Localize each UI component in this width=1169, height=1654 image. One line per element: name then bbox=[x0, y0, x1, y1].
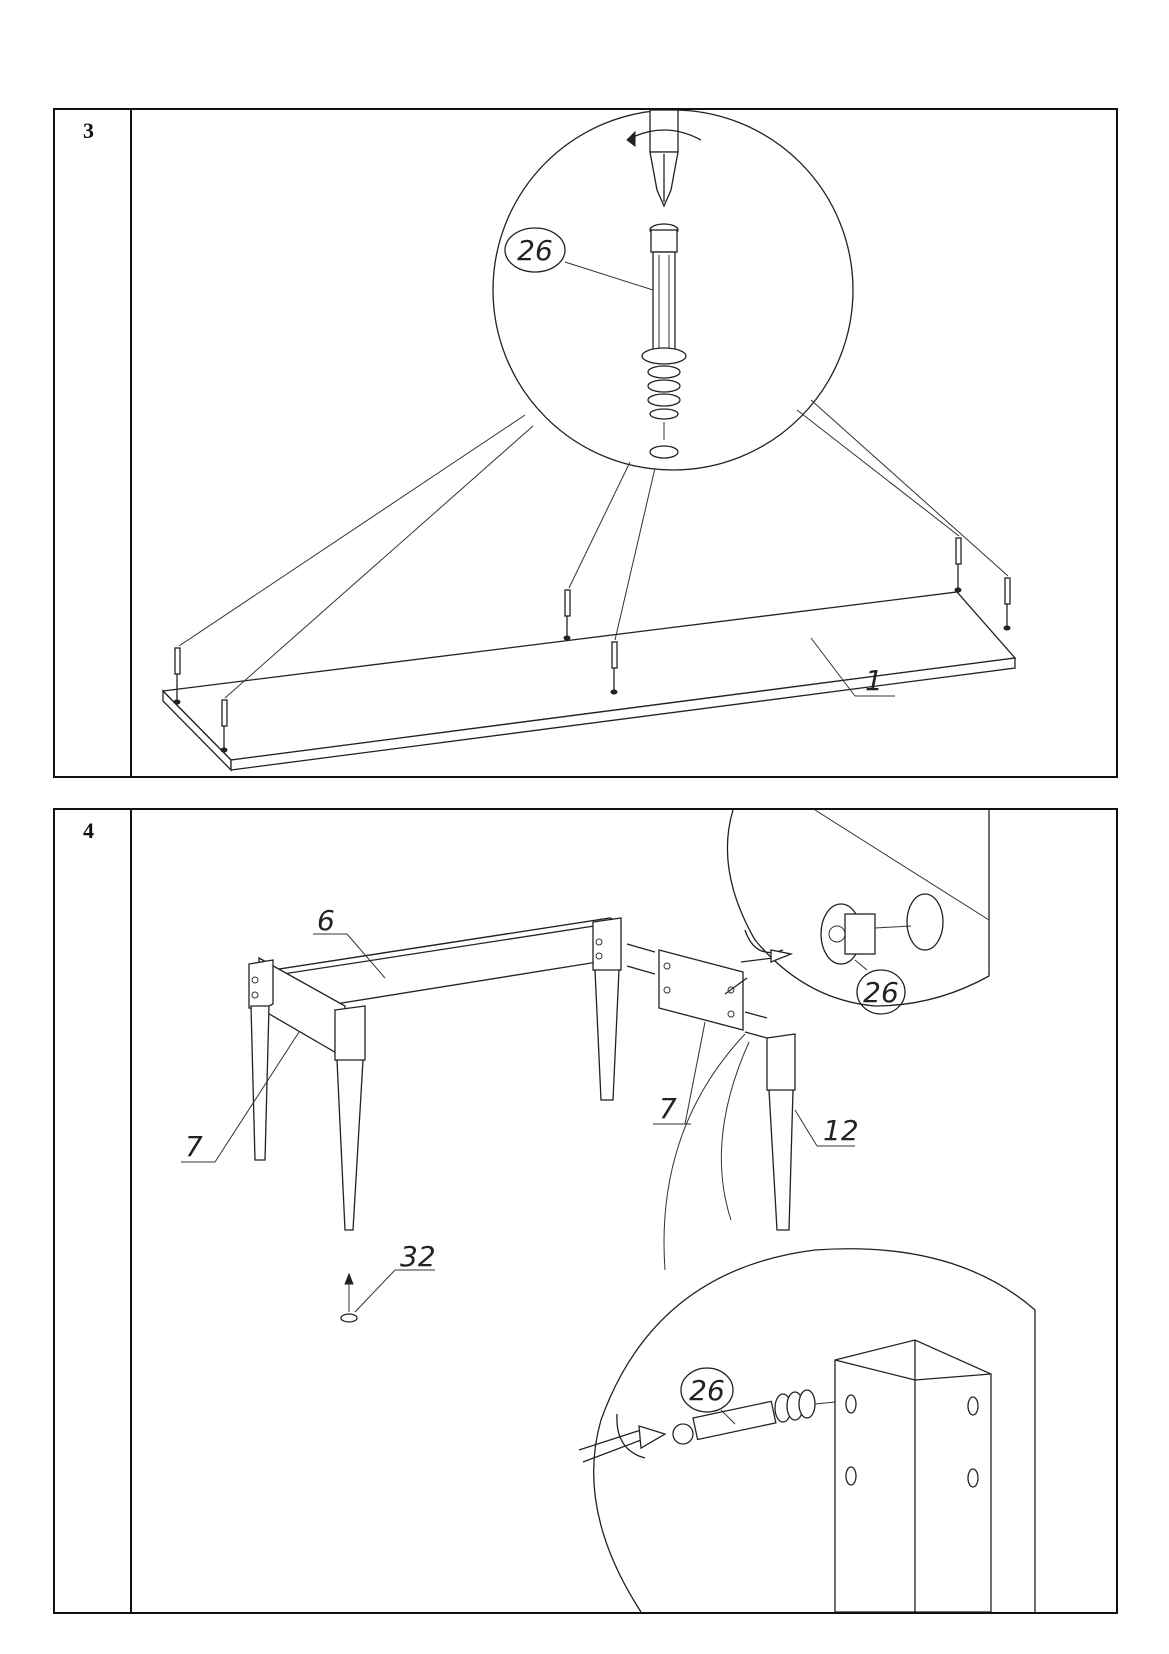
foot-pad-32: 32 bbox=[340, 1240, 436, 1323]
tabletop-panel bbox=[161, 591, 1017, 772]
bolt-5 bbox=[954, 537, 962, 593]
label-6-callout: 6 bbox=[313, 904, 386, 979]
label-26-callout: 26 bbox=[504, 227, 654, 291]
label-12: 12 bbox=[823, 1114, 859, 1147]
step-3-diagram: 26 1 bbox=[161, 110, 1017, 772]
leg-back-right bbox=[592, 917, 622, 1101]
label-7-left: 7 bbox=[185, 1130, 203, 1163]
step-number-column bbox=[55, 810, 132, 1612]
label-26-cam: 26 bbox=[863, 976, 899, 1009]
screwdriver bbox=[626, 110, 702, 208]
step-4-panel: 4 bbox=[53, 808, 1118, 1614]
right-rail-7 bbox=[626, 943, 768, 1039]
label-32: 32 bbox=[400, 1240, 436, 1273]
label-7-right: 7 bbox=[659, 1092, 677, 1125]
leg-front-left bbox=[248, 959, 274, 1161]
label-1-callout: 1 bbox=[810, 637, 895, 697]
step-4-diagram: 32 6 7 7 12 bbox=[181, 810, 1036, 1612]
step-number: 3 bbox=[83, 118, 94, 143]
panel-bolts bbox=[173, 537, 1011, 753]
cam-lock-detail-callout: 26 bbox=[724, 810, 990, 1015]
bolt-2 bbox=[220, 699, 228, 753]
step-number: 4 bbox=[83, 818, 94, 843]
bolt-1 bbox=[173, 647, 181, 705]
bolt-6 bbox=[1003, 577, 1011, 631]
label-26: 26 bbox=[517, 234, 553, 267]
bolt-4 bbox=[610, 641, 618, 695]
label-12-callout: 12 bbox=[794, 1109, 859, 1147]
label-26-bolt: 26 bbox=[689, 1374, 725, 1407]
leg-front-middle bbox=[334, 1005, 366, 1231]
label-7-right-callout: 7 bbox=[653, 1021, 706, 1125]
leg-front-right-12 bbox=[766, 1033, 796, 1231]
cam-bolt-detail-callout: 26 bbox=[578, 1248, 1036, 1612]
bolt-26 bbox=[641, 223, 687, 459]
label-1: 1 bbox=[865, 664, 883, 697]
bolt-detail-callout: 26 bbox=[178, 110, 1009, 699]
step-number-column bbox=[55, 110, 132, 776]
label-6: 6 bbox=[317, 904, 335, 937]
bolt-3 bbox=[563, 589, 571, 641]
label-7-left-callout: 7 bbox=[181, 1031, 300, 1163]
step-3-panel: 3 bbox=[53, 108, 1118, 778]
